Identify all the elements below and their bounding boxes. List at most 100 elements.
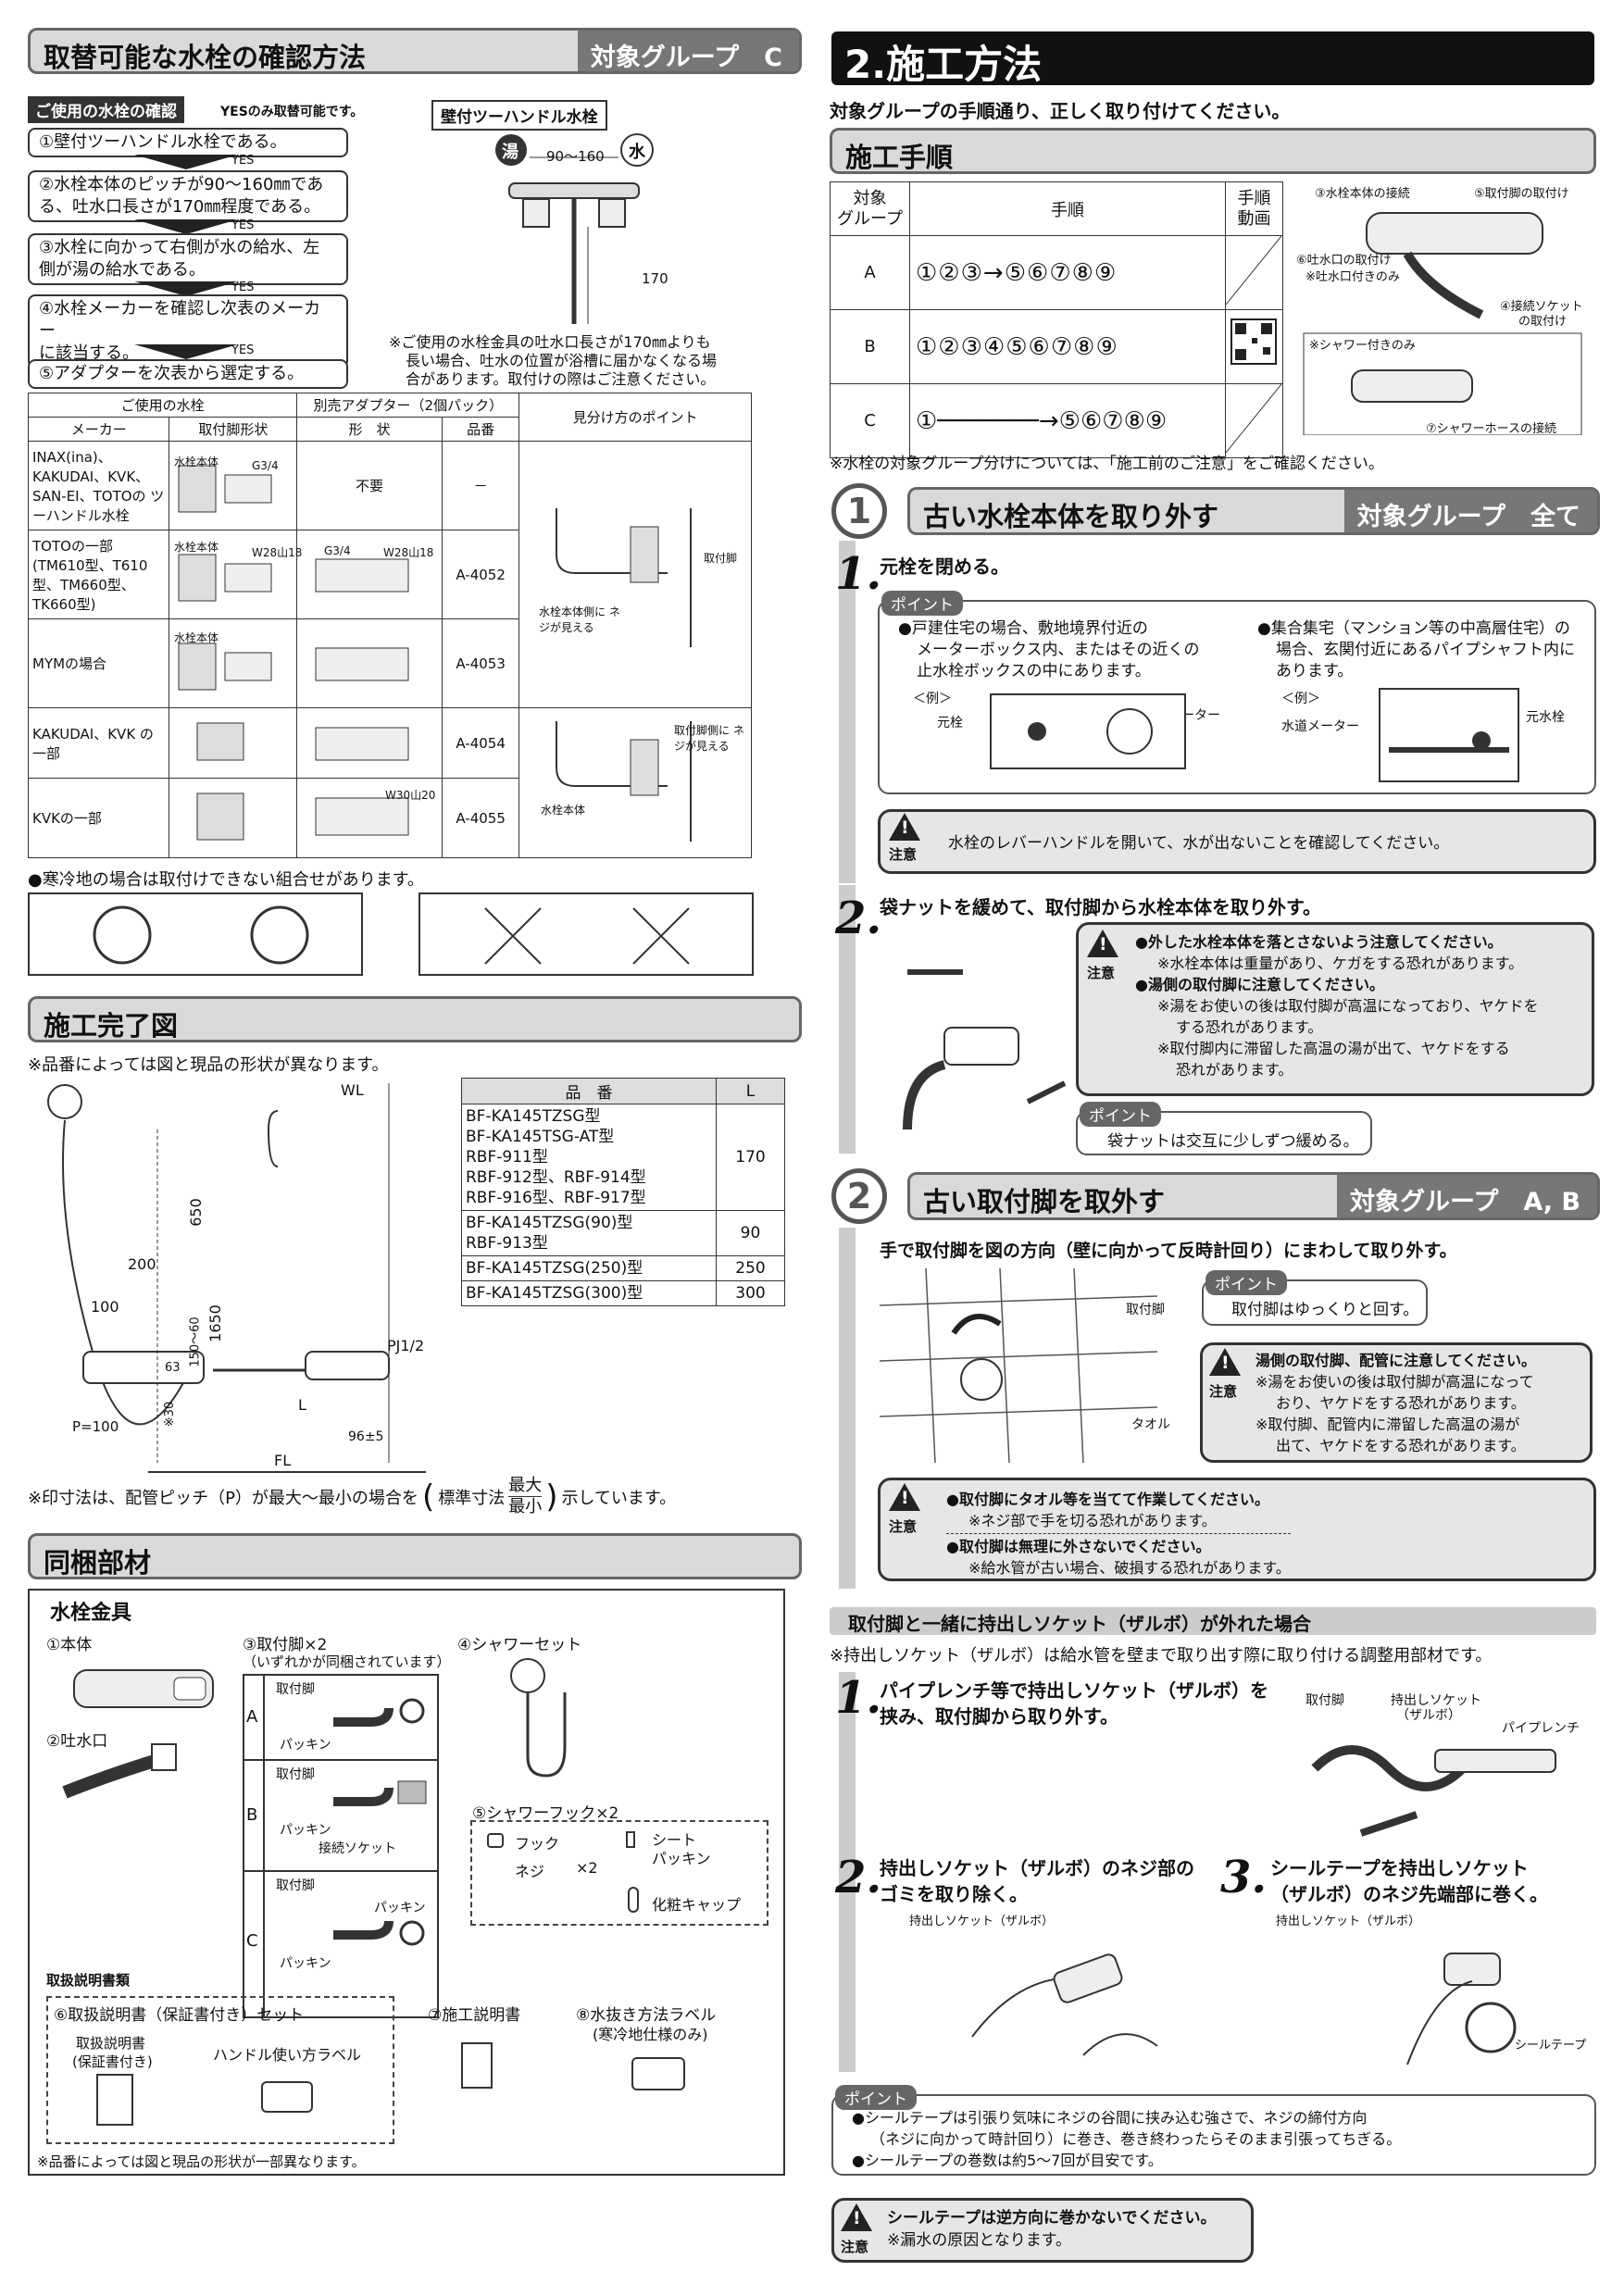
pitch-dimension: 90～160 <box>546 148 605 165</box>
socket-label: 持出しソケット（ザルボ） <box>1276 1915 1421 1928</box>
proc-table-note: ※水栓の対象グループ分けについては、「施工前のご注意」をご確認ください。 <box>830 455 1384 473</box>
note-text: ※印寸法は、配管ピッチ（P）が最大～最小の場合を <box>28 1488 418 1508</box>
part-legs-label: ③取付脚×2 <box>243 1636 328 1654</box>
note-text: 最小 <box>508 1497 543 1516</box>
point-tag: ポイント <box>1206 1270 1287 1295</box>
right-title: 2.施工方法 <box>831 31 1594 87</box>
hook-item: フック <box>515 1835 560 1853</box>
adapter-shape-cell <box>296 618 443 708</box>
point-1-text: ●戸建住宅の場合、敷地境界付近の メーターボックス内、またはその近くの 止水栓ボ… <box>898 618 1200 682</box>
part-spout-label: ②吐水口 <box>46 1732 108 1751</box>
leg-shape-cell <box>169 530 298 619</box>
flow-step-5: ⑤アダプターを次表から選定する。 <box>28 359 348 389</box>
proc-label-shower: ※シャワー付きのみ <box>1309 339 1416 353</box>
cold-region-note: ●寒冷地の場合は取付けできない組合せがあります。 <box>28 870 424 890</box>
dim-30: ※30 <box>163 1401 178 1428</box>
caution-1-text: 水栓のレバーハンドルを開いて、水が出ないことを確認してください。 <box>948 834 1450 853</box>
install-doc-icon <box>461 2042 493 2089</box>
text-line: シールテープを持出しソケット <box>1270 1857 1529 1879</box>
seal-tape-figure <box>1406 1953 1517 2065</box>
text-line: 挟み、取付脚から取り外す。 <box>880 1705 1118 1728</box>
leg-shape-cell <box>169 618 298 708</box>
substep-text: 袋ナットを緩めて、取付脚から水栓本体を取り外す。 <box>880 896 1321 918</box>
step2-bar <box>839 1228 856 1589</box>
tile-wall-figure <box>880 1268 1157 1463</box>
step1-header: 古い水栓本体を取り外す 対象グループ 全て <box>907 487 1600 535</box>
hook-box <box>470 1820 768 1926</box>
substep-number: 2. <box>835 892 882 944</box>
step-number-2: 2 <box>831 1168 887 1224</box>
text-line: シールテープは逆方向に巻かないでください。 <box>887 2209 1217 2227</box>
text-line: （ネジに向かって時計回り）に巻き、巻き終わったらそのまま引張ってちぎる。 <box>870 2130 1402 2148</box>
proc-label-6b: ※吐水口付きのみ <box>1305 270 1400 284</box>
point-figure-cell <box>518 441 752 708</box>
divider <box>263 1674 265 2018</box>
dim-pj: PJ1/2 <box>387 1337 425 1354</box>
adapter-shape-cell <box>296 778 443 858</box>
fig-label: G3/4 <box>324 544 351 557</box>
socket-label: 接続ソケット <box>319 1841 396 1856</box>
manual-warranty-label: (保証書付き) <box>72 2053 153 2070</box>
divider <box>243 1759 439 1761</box>
flow-arrow <box>134 155 238 169</box>
wall-faucet-figure <box>495 133 654 324</box>
product-code: RBF-911型 <box>466 1148 548 1167</box>
leg-type-a: A <box>246 1707 258 1727</box>
check-label: ご使用の水栓の確認 <box>28 96 184 123</box>
check-note: YESのみ取替可能です。 <box>220 105 364 119</box>
text-line: 場合、玄関付近にあるパイプシャフト内に <box>1276 641 1575 659</box>
group-cell: A <box>830 235 910 310</box>
step-number-1: 1 <box>831 483 887 539</box>
caution-4-text: ●取付脚にタオル等を当てて作業してください。 ※ネジ部で手を切る恐れがあります。… <box>946 1489 1291 1578</box>
length-cell: 170 <box>716 1104 785 1211</box>
steps-cell: ①───────→⑤⑥⑦⑧⑨ <box>909 383 1226 458</box>
combination-figure <box>93 905 309 965</box>
substep-text: 元栓を閉める。 <box>880 555 1009 578</box>
part-hook-label: ⑤シャワーフック×2 <box>472 1804 619 1823</box>
flow-text: ②水栓本体のピッチが90～160㎜であ <box>39 175 324 194</box>
section-header-parts: 同梱部材 <box>28 1533 802 1579</box>
product-code: RBF-913型 <box>466 1234 548 1253</box>
part-number-cell: A-4055 <box>441 778 520 858</box>
packing-label: パッキン <box>374 1901 426 1915</box>
part-number-cell: － <box>441 441 520 530</box>
qr-code-icon[interactable] <box>1226 310 1281 379</box>
text-line: パイプレンチ等で持出しソケット（ザルボ）を <box>880 1679 1268 1702</box>
leg-c-figure <box>333 1920 425 1946</box>
adapter-shape-cell <box>296 530 443 619</box>
dim-l: L <box>298 1396 306 1414</box>
text-line: ※漏水の原因となります。 <box>887 2231 1072 2250</box>
warning-icon <box>889 1483 920 1511</box>
fig-label: 水栓本体側に ネジが見える <box>539 605 620 634</box>
steps-cell: ①②③④⑤⑥⑦⑧⑨ <box>909 309 1226 384</box>
adapter-point-figure <box>556 720 693 842</box>
section-title: 取替可能な水栓の確認方法 <box>44 42 367 73</box>
parts-box <box>28 1589 785 2176</box>
drain-label-icon <box>631 2057 685 2090</box>
leg-label: 取付脚 <box>276 1767 315 1782</box>
substep-number: 1. <box>835 1672 882 1724</box>
towel-label: タオル <box>1131 1417 1170 1432</box>
text-line: ●外した水栓本体を落とさないよう注意してください。 <box>1135 933 1503 951</box>
proc-header: 施工手順 <box>830 128 1596 174</box>
text-line: あります。 <box>1276 662 1354 680</box>
sub-title: 取付脚と一緒に持出しソケット（ザルボ）が外れた場合 <box>848 1613 1311 1635</box>
note-text: 標準寸法 <box>438 1488 506 1508</box>
page-title: 2.施工方法 <box>844 42 1043 87</box>
no-video-slash <box>1225 383 1282 454</box>
section-title: 施工手順 <box>845 142 954 173</box>
video-cell[interactable] <box>1225 309 1283 384</box>
table-subheader: 形 状 <box>296 417 443 442</box>
flow-text: ⑤アダプターを次表から選定する。 <box>39 364 305 383</box>
leg-label: 取付脚 <box>276 1682 315 1697</box>
caution-5-text: シールテープは逆方向に巻かないでください。 ※漏水の原因となります。 <box>887 2207 1216 2252</box>
no-video-slash <box>1225 235 1282 306</box>
text-line: ●取付脚は無理に外さないでください。 <box>946 1533 1291 1557</box>
flow-text: る、吐水口長さが170㎜程度である。 <box>39 197 321 217</box>
leg-label: 取付脚 <box>1126 1303 1165 1317</box>
text-line: ●集合集宅（マンション等の中高層住宅）の <box>1257 619 1570 638</box>
